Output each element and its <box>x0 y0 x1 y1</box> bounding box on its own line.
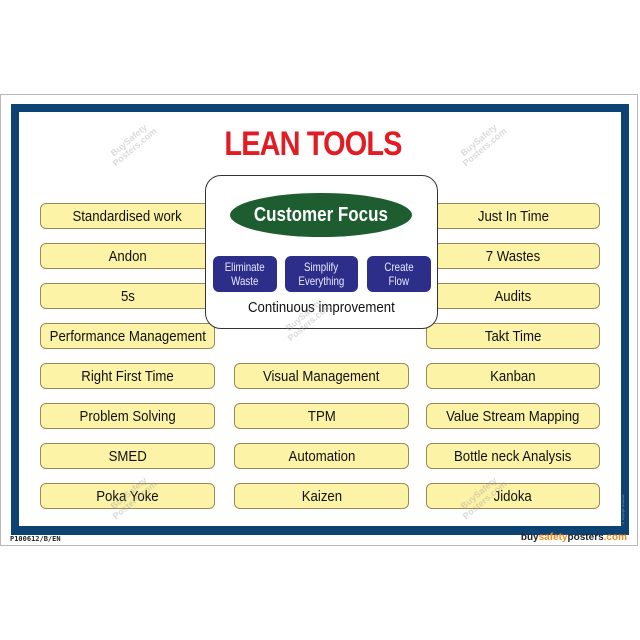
tool-box: Kanban <box>426 363 600 389</box>
tool-label: Kaizen <box>301 487 342 505</box>
tool-box: Standardised work <box>40 203 215 229</box>
tool-box: Jidoka <box>426 483 600 509</box>
tool-label: Value Stream Mapping <box>446 407 580 425</box>
caption-text: Continuous improvement <box>248 299 395 316</box>
principle-line: Waste <box>231 274 259 288</box>
customer-focus-oval: Customer Focus <box>230 193 412 237</box>
tool-box: Performance Management <box>40 323 215 349</box>
tool-label: Right First Time <box>81 367 174 385</box>
tool-box: Poka Yoke <box>40 483 215 509</box>
tool-label: Poka Yoke <box>96 487 159 505</box>
tool-box: Value Stream Mapping <box>426 403 600 429</box>
brand-part: safety <box>538 532 568 543</box>
poster-title: LEAN TOOLS <box>224 125 402 163</box>
principle-line: Eliminate <box>225 260 265 274</box>
tool-box: TPM <box>234 403 409 429</box>
brand-logo-text: buysafetyposters.com <box>521 532 627 543</box>
tool-label: SMED <box>108 447 147 465</box>
tool-label: Jidoka <box>493 487 533 505</box>
tool-label: Automation <box>288 447 355 465</box>
tool-label: Andon <box>108 247 147 265</box>
tool-label: Audits <box>494 287 532 305</box>
tool-box: Andon <box>40 243 215 269</box>
tool-label: Standardised work <box>72 207 183 225</box>
tool-label: TPM <box>307 407 336 425</box>
tool-label: Performance Management <box>49 327 206 345</box>
product-code: P100612/B/EN <box>10 535 61 543</box>
brand-part: posters <box>567 532 604 543</box>
principle-line: Everything <box>298 274 345 288</box>
tool-box: Right First Time <box>40 363 215 389</box>
principle-line: Create <box>384 260 414 274</box>
tool-box: Problem Solving <box>40 403 215 429</box>
tool-box: SMED <box>40 443 215 469</box>
copyright-vertical-text: © copyright protected <box>621 494 625 525</box>
brand-part: buy <box>520 532 539 543</box>
tool-label: Visual Management <box>263 367 380 385</box>
tool-label: Problem Solving <box>79 407 176 425</box>
tool-label: 7 Wastes <box>485 247 541 265</box>
tool-label: Kanban <box>490 367 536 385</box>
tool-box: Automation <box>234 443 409 469</box>
tool-box: Just In Time <box>426 203 600 229</box>
principle-line: Flow <box>388 274 410 288</box>
continuous-improvement-caption: Continuous improvement <box>206 299 437 316</box>
tool-label: Takt Time <box>484 327 542 345</box>
customer-focus-label: Customer Focus <box>253 203 389 226</box>
tool-box: 7 Wastes <box>426 243 600 269</box>
tool-box: Takt Time <box>426 323 600 349</box>
principle-line: Simplify <box>304 260 339 274</box>
tool-box: Kaizen <box>234 483 409 509</box>
brand-part: .com <box>603 532 627 543</box>
tool-box: Audits <box>426 283 600 309</box>
tool-label: Just In Time <box>477 207 549 225</box>
tool-box: Bottle neck Analysis <box>426 443 600 469</box>
tool-box: Visual Management <box>234 363 409 389</box>
tool-label: Bottle neck Analysis <box>454 447 572 465</box>
tool-box: 5s <box>40 283 215 309</box>
tool-label: 5s <box>120 287 135 305</box>
